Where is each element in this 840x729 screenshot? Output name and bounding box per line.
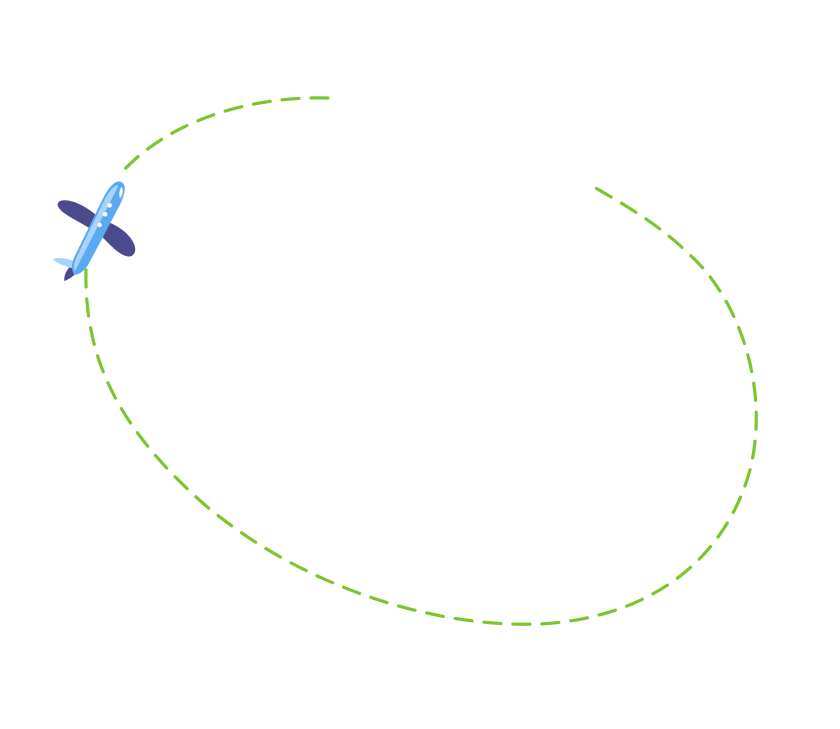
flight-path-dashed-line (84, 96, 758, 626)
airplane-window (107, 202, 112, 208)
airplane-window (102, 211, 108, 217)
airplane-window (97, 222, 102, 228)
airplane-tail-stabilizer (52, 257, 77, 270)
airplane-wing-right (98, 220, 136, 257)
airplane-cockpit (119, 186, 123, 199)
airplane-wing-left (57, 200, 100, 231)
airplane-fuselage-highlight (74, 184, 118, 272)
airplane-icon (52, 181, 136, 281)
